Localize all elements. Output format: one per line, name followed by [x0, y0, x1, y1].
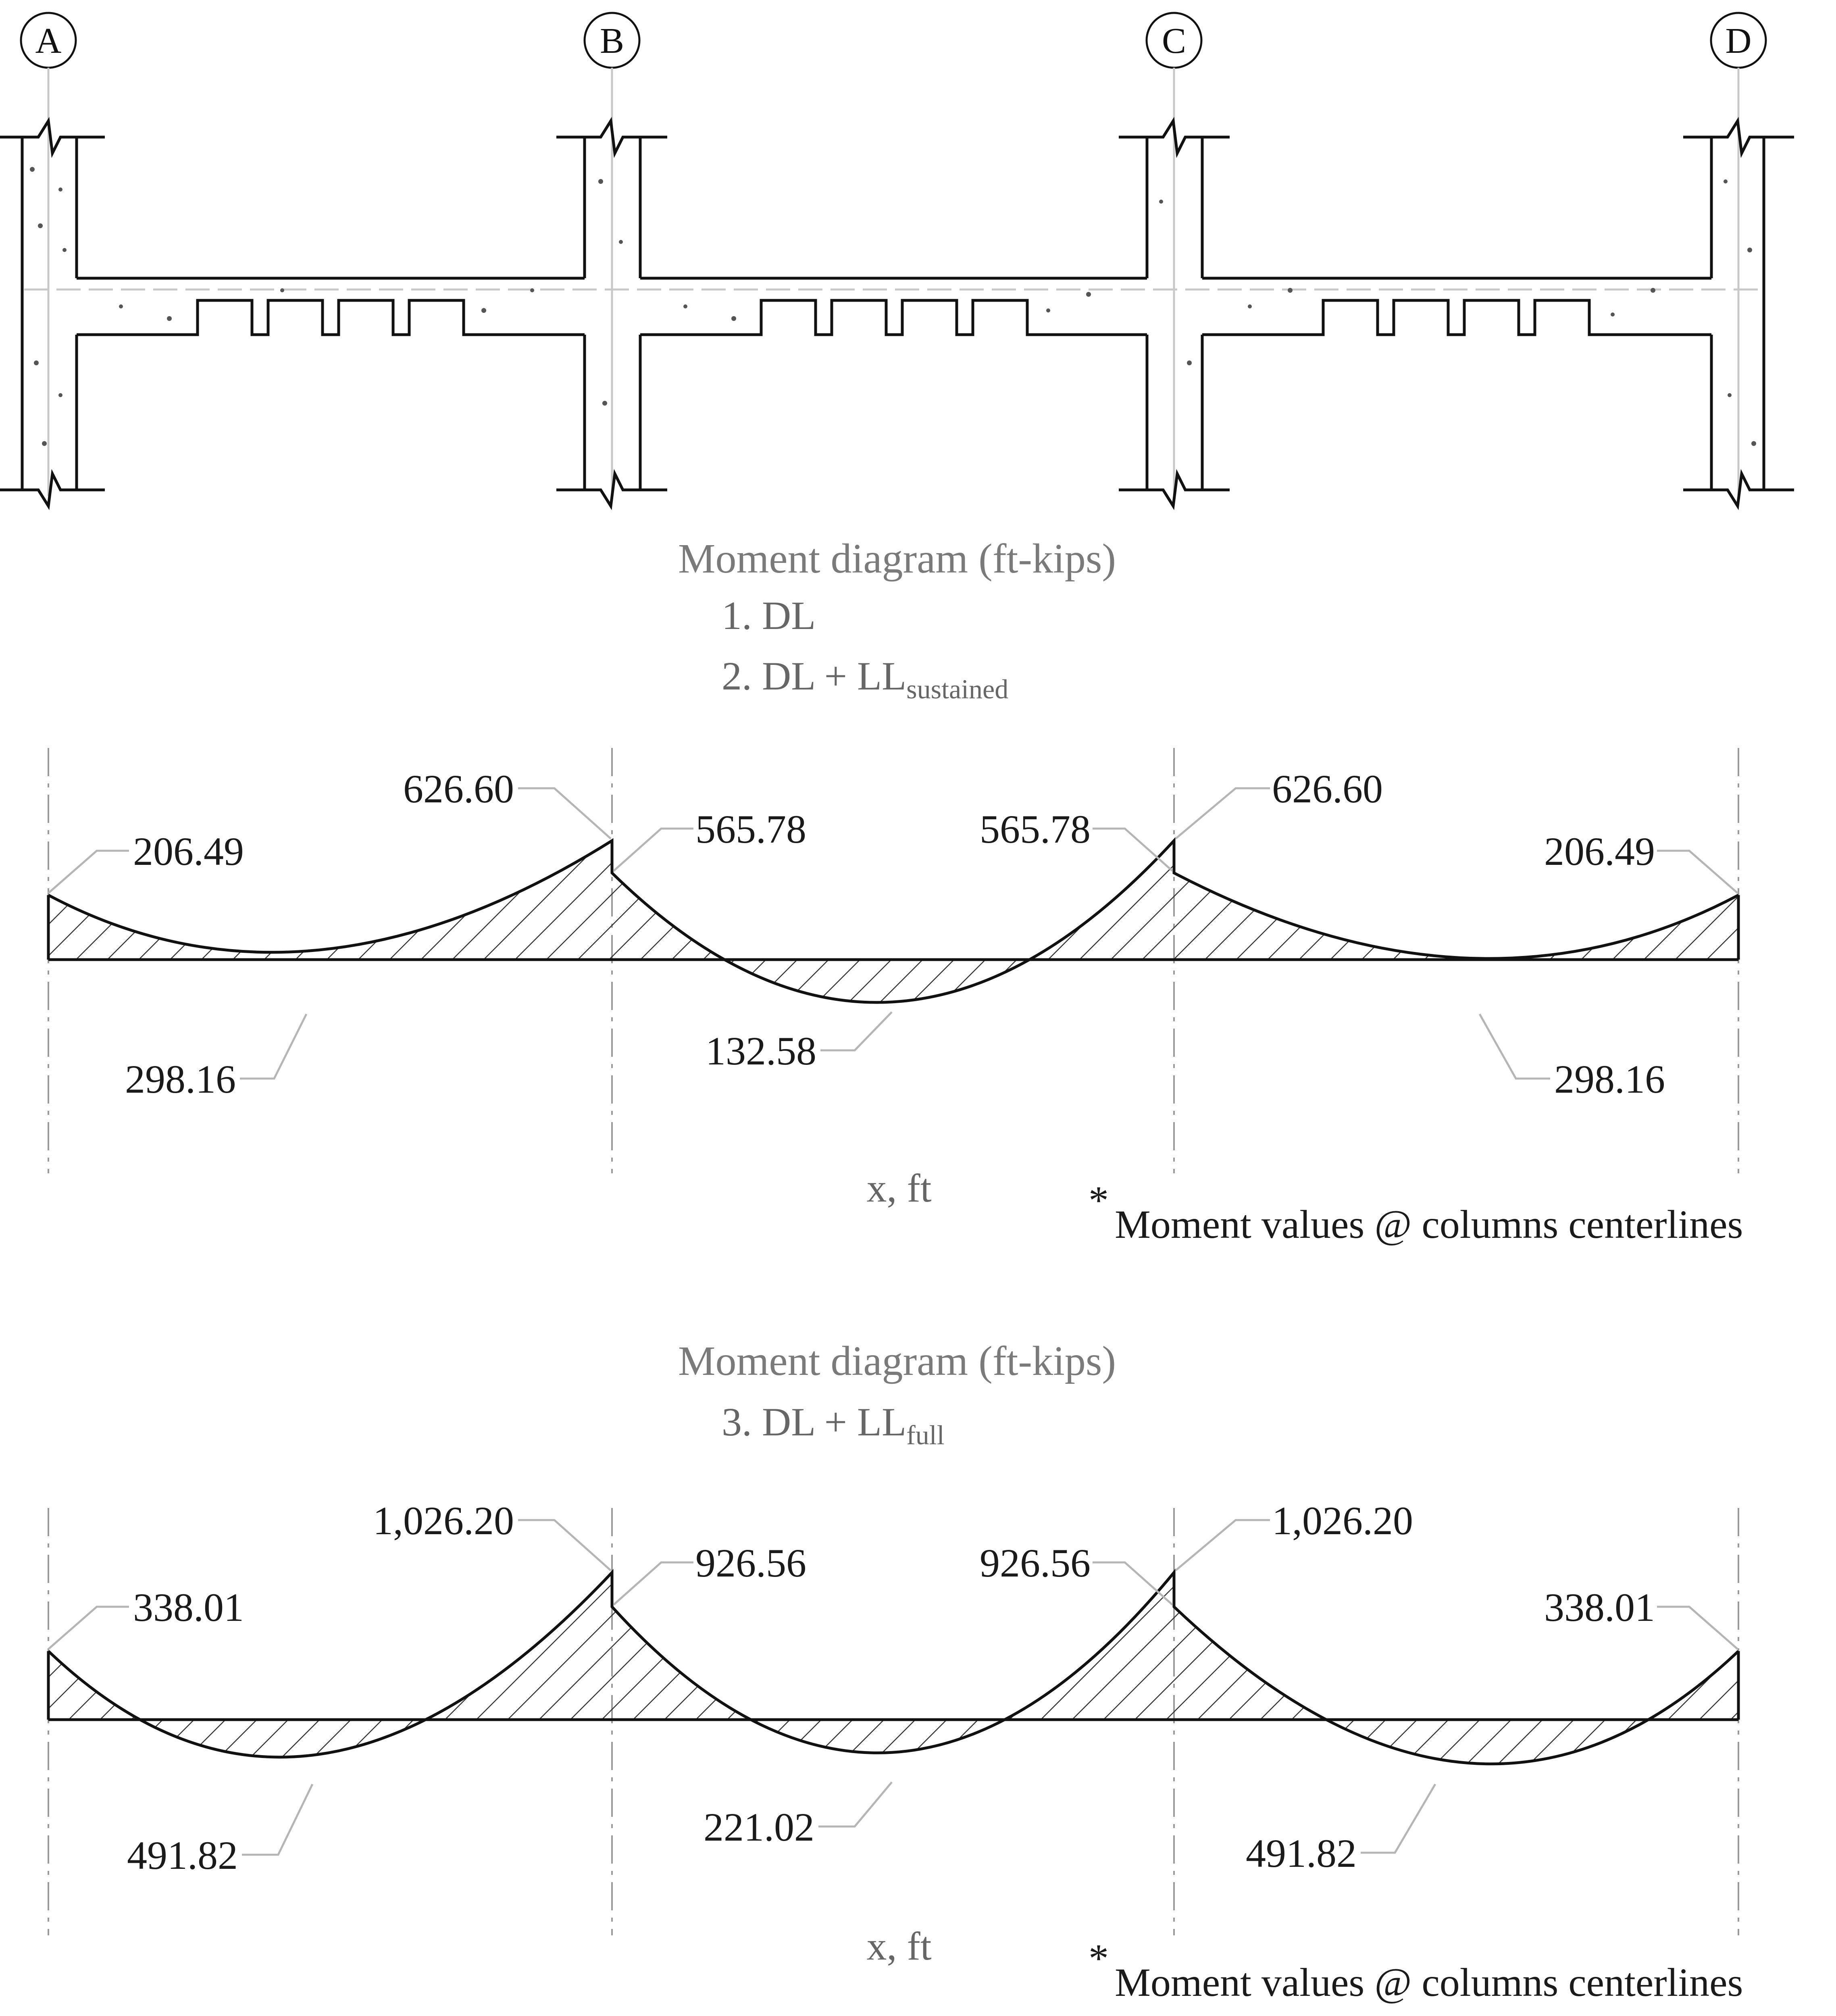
diagram1-label-span3: 298.16 — [1554, 1057, 1665, 1102]
diagram2-label-c-right: 1,026.20 — [1272, 1498, 1413, 1543]
frame-elevation: A B C D — [0, 12, 1794, 510]
diagram1-case1: 1. DL — [722, 593, 816, 638]
gridline-label-c: C — [1162, 21, 1186, 61]
diagram1-moment-area — [48, 841, 1738, 1003]
gridline-label-d: D — [1726, 21, 1752, 61]
diagram1-label-d: 206.49 — [1544, 829, 1655, 874]
diagram1-label-b-right: 565.78 — [695, 807, 806, 852]
diagram1-label-span1: 298.16 — [125, 1057, 236, 1102]
diagram1-label-c-right: 626.60 — [1272, 766, 1383, 811]
elevation-gridlines — [24, 68, 1766, 496]
diagram2-label-b-right: 926.56 — [695, 1541, 806, 1585]
diagram2-note-star: * — [1089, 1936, 1109, 1981]
gridline-label-b: B — [600, 21, 624, 61]
diagram1-label-b-left: 626.60 — [403, 766, 514, 811]
diagram2-label-span3: 491.82 — [1246, 1831, 1357, 1876]
diagram2-label-span1: 491.82 — [127, 1833, 238, 1878]
gridline-bubble-a: A — [20, 12, 77, 69]
diagram1-leaders — [48, 787, 1738, 1080]
diagram2-label-d: 338.01 — [1544, 1585, 1655, 1630]
gridline-label-a: A — [35, 21, 62, 61]
diagram2-label-a: 338.01 — [133, 1585, 244, 1630]
concrete-texture — [30, 167, 1756, 446]
diagram2-leaders — [48, 1519, 1738, 1856]
diagram2: 338.01 1,026.20 926.56 926.56 1,026.20 3… — [47, 1498, 1743, 2005]
diagram1-case2-main: 2. DL + LL — [722, 654, 906, 698]
diagram1-note: Moment values @ columns centerlines — [1115, 1202, 1743, 1247]
diagram1-case2: 2. DL + LLsustained — [722, 654, 1008, 704]
diagram2-label-c-left: 926.56 — [980, 1541, 1091, 1585]
diagram2-label-span2: 221.02 — [704, 1805, 814, 1849]
diagram2-title: Moment diagram (ft-kips) — [678, 1338, 1116, 1384]
diagram1-label-a: 206.49 — [133, 829, 244, 874]
diagram2-case3-main: 3. DL + LL — [722, 1400, 906, 1444]
diagram1-header: Moment diagram (ft-kips) 1. DL 2. DL + L… — [678, 535, 1116, 704]
diagram1-note-star: * — [1089, 1178, 1109, 1223]
diagram2-case3-sub: full — [906, 1420, 944, 1450]
gridline-bubble-d: D — [1710, 12, 1767, 69]
elevation-outline — [0, 117, 1794, 510]
diagram1: 206.49 626.60 565.78 565.78 626.60 206.4… — [47, 748, 1743, 1247]
diagram1-xlabel: x, ft — [866, 1166, 931, 1210]
diagram1-case2-sub: sustained — [906, 674, 1008, 704]
diagram2-label-b-left: 1,026.20 — [373, 1498, 514, 1543]
diagram1-title: Moment diagram (ft-kips) — [678, 535, 1116, 582]
diagram2-moment-curve — [47, 1568, 1740, 1766]
diagram1-label-span2: 132.58 — [706, 1029, 816, 1073]
diagram2-header: Moment diagram (ft-kips) 3. DL + LLfull — [678, 1338, 1116, 1450]
gridline-bubble-c: C — [1145, 12, 1203, 69]
gridline-bubble-b: B — [583, 12, 641, 69]
diagram2-xlabel: x, ft — [866, 1924, 931, 1968]
diagram2-moment-area — [48, 1572, 1738, 1764]
diagram1-label-c-left: 565.78 — [980, 807, 1091, 852]
diagram1-moment-curve — [48, 837, 1739, 1004]
diagram2-note: Moment values @ columns centerlines — [1115, 1960, 1743, 2005]
diagram2-case3: 3. DL + LLfull — [722, 1400, 945, 1450]
